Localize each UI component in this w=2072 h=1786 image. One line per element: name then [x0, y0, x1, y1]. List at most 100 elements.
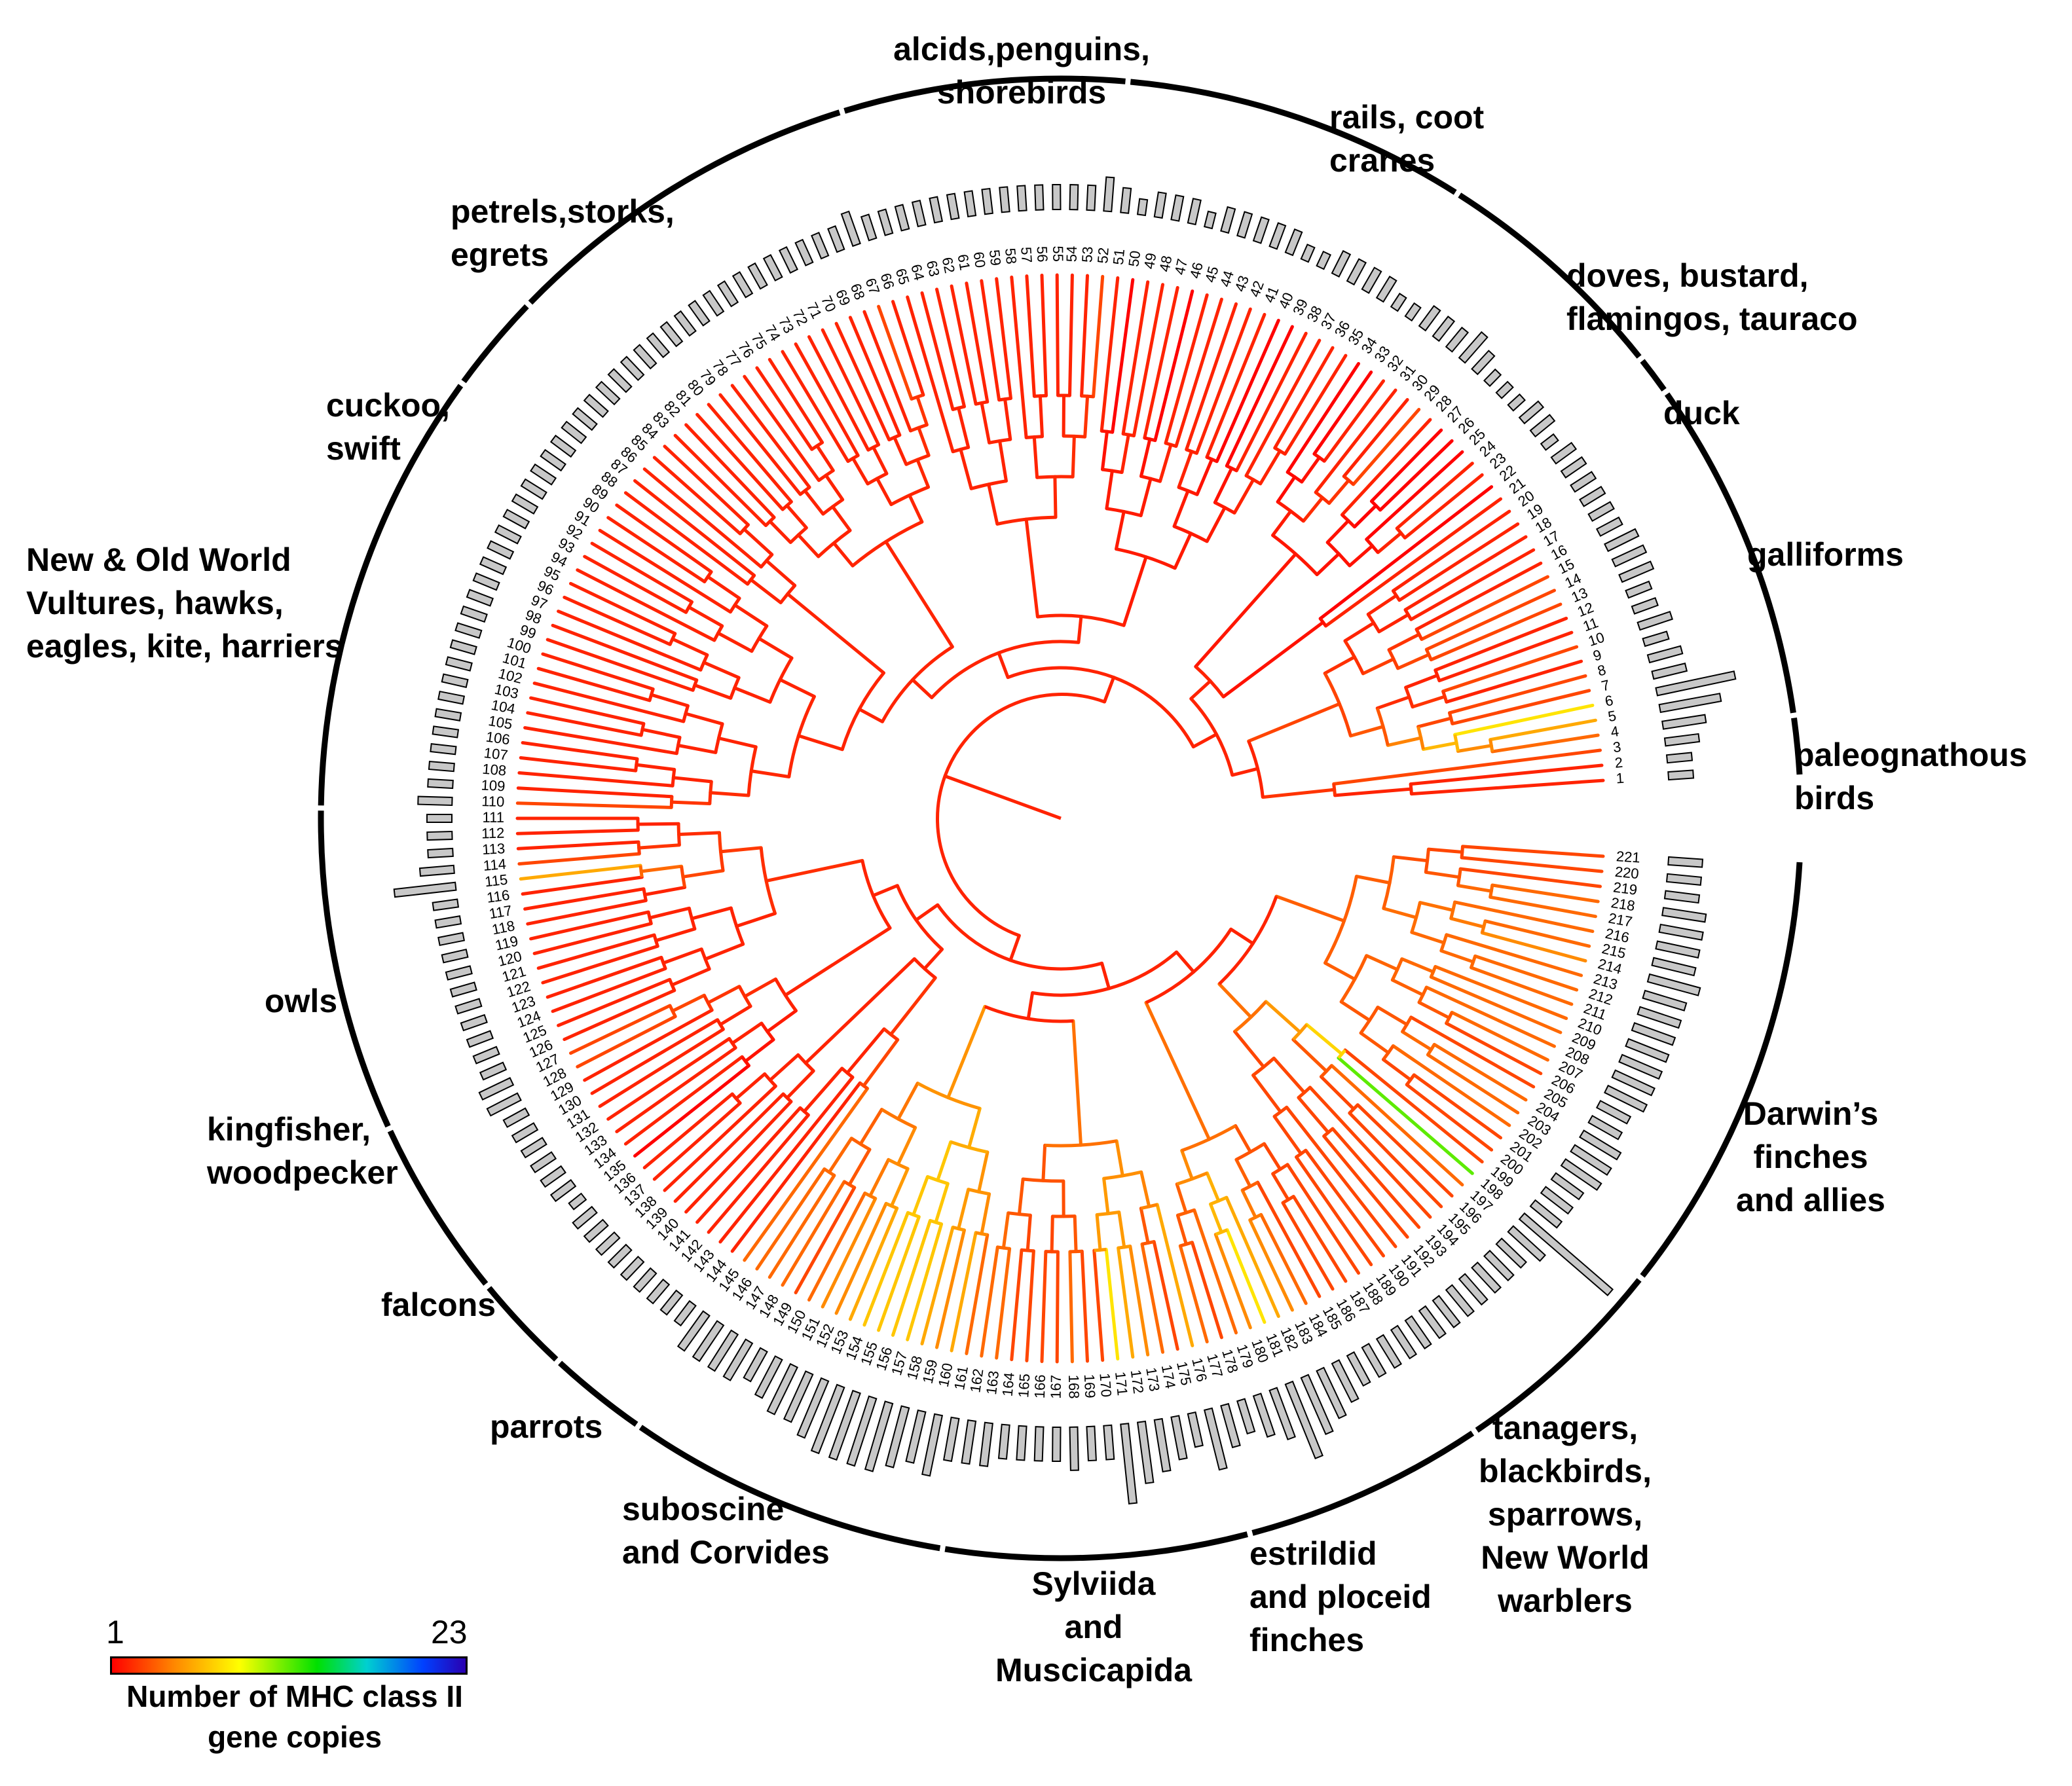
internal-branch	[1172, 489, 1190, 528]
gene-copy-bar	[1052, 183, 1062, 211]
gene-copy-bar	[1518, 400, 1545, 425]
clade-arc-parrots	[558, 1360, 638, 1427]
gene-copy-bar-group	[1236, 211, 1253, 239]
internal-branch	[1102, 1176, 1110, 1216]
tip-branch	[768, 357, 824, 445]
tip-branch	[1312, 370, 1373, 456]
gene-copy-bar-group	[1086, 1425, 1097, 1462]
gene-copy-bar-group	[620, 1255, 645, 1281]
gene-copy-bar	[437, 932, 466, 947]
gene-copy-bar-group	[999, 186, 1010, 213]
internal-branch	[980, 1192, 991, 1236]
gene-copy-bar	[1086, 184, 1097, 211]
gene-copy-bar	[561, 420, 587, 445]
internal-branch	[1205, 505, 1227, 543]
internal-branch	[1274, 894, 1346, 923]
gene-copy-bar-group	[1016, 185, 1027, 212]
gene-copy-bar	[1445, 326, 1470, 353]
tip-branch	[546, 638, 695, 692]
gene-copy-bar	[472, 1046, 500, 1065]
gene-copy-bar-group	[747, 262, 768, 290]
tip-branch	[821, 1197, 878, 1309]
tip-branch	[1405, 1083, 1494, 1152]
gene-copy-bar-group	[1120, 187, 1132, 214]
tip-branch	[1409, 548, 1536, 621]
gene-copy-bar	[1667, 856, 1704, 868]
gene-copy-bar-group	[688, 300, 711, 327]
tip-branch	[1194, 307, 1252, 455]
gene-copy-bar	[540, 1165, 566, 1188]
internal-branch	[1177, 450, 1194, 489]
tip-branch	[1473, 954, 1579, 992]
gene-copy-bar	[1625, 580, 1653, 599]
gene-copy-bar-group	[1587, 501, 1615, 522]
gene-copy-bar-group	[511, 1122, 539, 1144]
internal-branch	[987, 483, 999, 526]
gene-copy-bar-group	[864, 1400, 894, 1472]
internal-branch	[693, 683, 733, 700]
internal-branch	[640, 727, 682, 739]
gene-copy-bar	[441, 948, 469, 964]
gene-copy-bar	[1646, 973, 1701, 996]
tip-branch	[1318, 485, 1494, 621]
clade-arc-duck	[1640, 359, 1667, 392]
tip-branch	[695, 412, 785, 511]
internal-branch	[998, 439, 1008, 483]
tip-branch	[1025, 1249, 1035, 1362]
gene-copy-bar-group	[1655, 940, 1701, 959]
gene-copy-bar-group	[1529, 414, 1556, 438]
internal-branch	[1361, 657, 1396, 676]
tip-branch	[730, 1081, 862, 1253]
tip-branch	[1437, 630, 1574, 683]
gene-copy-bar	[426, 814, 453, 823]
tip-branch	[877, 304, 914, 401]
tip-branch	[1286, 362, 1360, 474]
gene-copy-bar-group	[1016, 1425, 1027, 1461]
tip-branch	[1441, 645, 1579, 693]
tip-branch	[1445, 1021, 1543, 1076]
gene-copy-bar-group	[796, 1377, 830, 1439]
tip-branch	[583, 1008, 714, 1082]
internal-branch	[1073, 1214, 1078, 1254]
gene-copy-bar-group	[572, 407, 598, 431]
tip-branch	[1281, 1201, 1335, 1291]
gene-copy-bar-group	[1637, 1006, 1682, 1029]
tip-branch	[1040, 274, 1048, 397]
tip-branch	[1356, 1103, 1454, 1198]
internal-branch	[916, 458, 931, 489]
gene-copy-bar-group	[1625, 1038, 1670, 1063]
tip-branch	[1128, 1245, 1150, 1357]
gene-copy-bar-group	[1220, 206, 1236, 234]
gene-copy-bar	[1658, 923, 1704, 941]
gene-copy-bar	[568, 1192, 587, 1211]
tip-branch	[590, 541, 694, 604]
tip-branch	[730, 384, 811, 489]
gene-copy-bar-group	[659, 321, 684, 348]
tip-branch	[1324, 497, 1502, 628]
tip-number-label: 110	[481, 793, 505, 810]
gene-copy-bar	[1203, 210, 1217, 230]
gene-copy-bar-group	[426, 814, 453, 823]
tip-branch	[606, 1037, 731, 1121]
gene-copy-bar	[1390, 293, 1407, 312]
internal-branch	[1041, 1143, 1047, 1182]
root-branch	[943, 774, 1062, 820]
tip-branch	[536, 666, 652, 702]
gene-copy-bar	[479, 1061, 508, 1081]
clade-arc-tanagers	[1475, 1278, 1642, 1433]
tip-branch	[755, 366, 814, 451]
internal-branch	[749, 577, 783, 604]
tip-branch	[623, 1055, 744, 1146]
gene-copy-bar-group	[434, 915, 462, 929]
internal-branch	[1189, 679, 1212, 701]
internal-branch	[717, 737, 758, 749]
gene-copy-bar	[1170, 1415, 1188, 1461]
tip-branch	[1010, 275, 1028, 439]
gene-copy-bar-group	[1655, 670, 1737, 697]
gene-copy-bar	[583, 393, 609, 418]
tip-number-label: 164	[999, 1372, 1018, 1397]
internal-branch	[783, 926, 892, 997]
internal-branch	[912, 1175, 929, 1216]
